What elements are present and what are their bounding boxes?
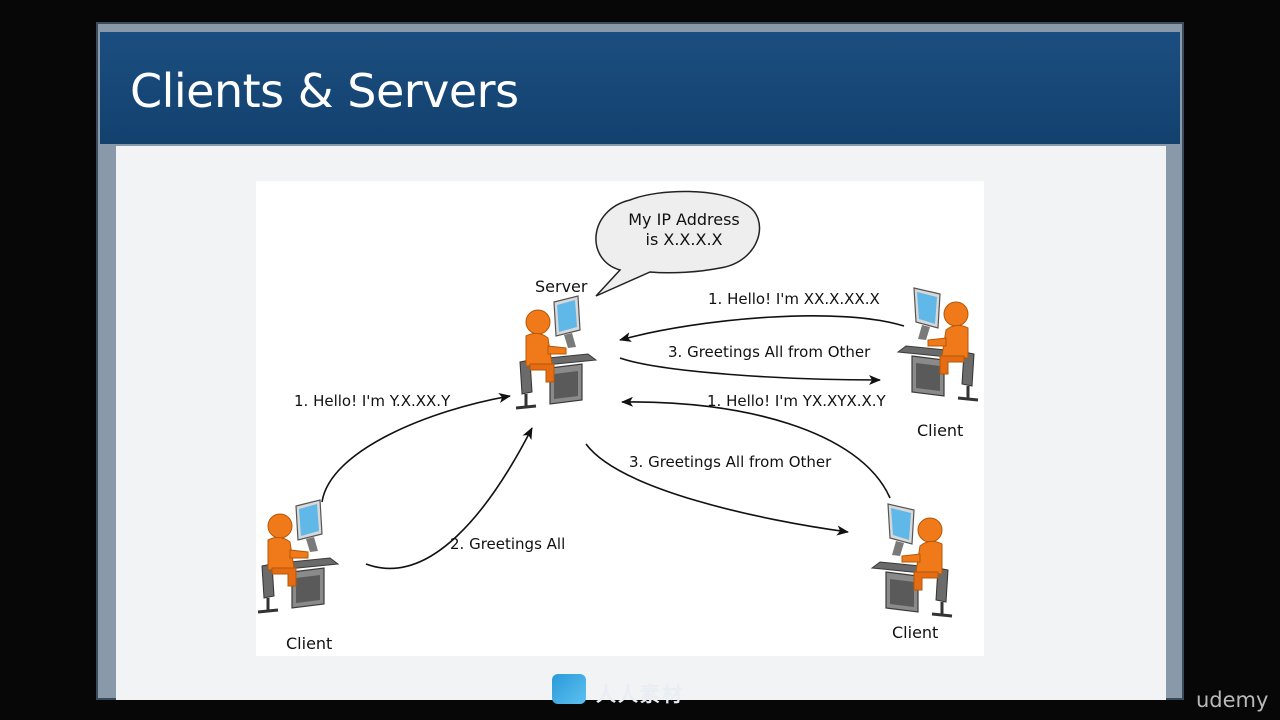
speech-bubble-text: My IP Address is X.X.X.X	[596, 210, 772, 250]
slide-header: Clients & Servers	[100, 32, 1180, 144]
client-left-workstation-icon	[256, 498, 340, 614]
message-br-greetings: 3. Greetings All from Other	[629, 453, 832, 471]
server-workstation-icon	[514, 294, 598, 410]
message-left-greetings: 2. Greetings All	[450, 535, 566, 553]
client-left-label: Client	[286, 634, 333, 653]
client-bottom-right-workstation-icon	[870, 502, 954, 618]
logo-mark-icon	[552, 674, 586, 704]
arrow-br-hello	[621, 396, 891, 499]
client-top-right-workstation-icon	[896, 286, 980, 402]
message-left-hello: 1. Hello! I'm Y.X.XX.Y	[294, 392, 451, 410]
arrow-left-hello	[321, 392, 511, 503]
bubble-line-2: is X.X.X.X	[645, 230, 723, 249]
slide-title: Clients & Servers	[130, 64, 519, 118]
client-bottom-right-label: Client	[892, 623, 939, 642]
udemy-logo: udemy	[1196, 688, 1269, 712]
message-tr-hello: 1. Hello! I'm XX.X.XX.X	[708, 290, 880, 308]
arrow-br-greetings	[585, 443, 849, 536]
message-tr-greetings: 3. Greetings All from Other	[668, 343, 871, 361]
server-label: Server	[535, 277, 588, 296]
client-top-right-label: Client	[917, 421, 964, 440]
bubble-line-1: My IP Address	[628, 210, 740, 229]
bottom-logo: 人人素材	[552, 674, 728, 706]
arrow-tr-hello	[619, 315, 905, 342]
arrow-left-greetings	[365, 427, 533, 570]
arrow-tr-greetings	[619, 357, 881, 385]
bottom-logo-text: 人人素材	[596, 682, 684, 706]
speech-bubble	[595, 190, 761, 297]
message-br-hello: 1. Hello! I'm YX.XYX.X.Y	[707, 392, 886, 410]
